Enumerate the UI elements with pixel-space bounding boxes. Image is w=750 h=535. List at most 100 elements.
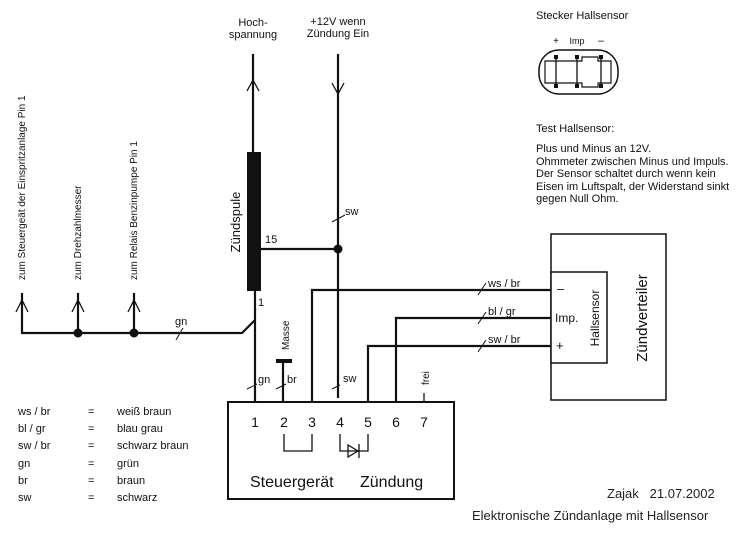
wire-label-sw-pin4: sw: [343, 373, 357, 385]
legend-row: sw / br=schwarz braun: [18, 438, 189, 455]
hochspannung-label-line1: Hoch-: [238, 17, 268, 29]
connector-pin-contact: [554, 55, 558, 59]
legend-row: br = braun: [18, 472, 189, 489]
diagram-title: Elektronische Zündanlage mit Hallsensor: [472, 508, 709, 523]
legend-meaning: blau grau: [117, 422, 163, 435]
test-line: gegen Null Ohm.: [536, 193, 619, 205]
wire-tick: [246, 383, 258, 390]
pin-5: 5: [364, 414, 372, 430]
legend-row: bl / gr = blau grau: [18, 420, 189, 437]
arrow-down-icon: [331, 82, 345, 96]
output-label-drehzahlmesser: zum Drehzahlmesser: [73, 185, 84, 280]
pin-3: 3: [308, 414, 316, 430]
test-line: Plus und Minus an 12V.: [536, 143, 652, 155]
control-unit-label-left: Steuergerät: [250, 474, 334, 491]
legend-eq: =: [88, 422, 95, 435]
legend-row: sw=schwarz: [18, 489, 189, 506]
legend-code: sw: [18, 492, 32, 505]
legend-eq: =: [88, 457, 95, 470]
terminal-minus: –: [557, 281, 565, 296]
output-label-einspritzanlage: zum Steuergeät der Einspritzanlage Pin 1: [17, 95, 28, 280]
test-line: Eisen im Luftspalt, der Widerstand sinkt: [536, 180, 730, 193]
legend-meaning: schwarz: [117, 492, 158, 505]
legend-code: br: [18, 474, 28, 487]
wire-tick: [331, 384, 341, 390]
masse-label: Masse: [281, 320, 292, 350]
test-line: Der Sensor schaltet durch wenn kein: [536, 168, 716, 180]
legend-row: ws / br = weiß braun: [18, 403, 189, 420]
wire-tick: [331, 214, 346, 223]
connector-title: Stecker Hallsensor: [536, 10, 629, 22]
wire-tick: [477, 282, 487, 296]
junction-dot: [333, 244, 343, 254]
bridge-2-3: [283, 434, 313, 452]
sw-br-wire: [366, 344, 551, 402]
connector-pin-plus: +: [553, 36, 559, 47]
connector-pin-contact: [575, 84, 579, 88]
color-legend: ws / br = weiß braun bl / gr = blau grau sw …: [18, 403, 189, 507]
wire-tick: [477, 311, 487, 325]
arrow-up-icon: [246, 78, 260, 92]
pin-2: 2: [280, 414, 288, 430]
connector-pin-contact: [575, 55, 579, 59]
gn-output-wire: [20, 293, 256, 335]
pin-4: 4: [336, 414, 344, 430]
arrow-up-icon: [127, 298, 141, 313]
wire-label-ws-br: ws / br: [487, 278, 521, 290]
arrow-up-icon: [71, 298, 85, 313]
connector-pin-minus: –: [598, 35, 605, 47]
arrow-up-icon: [15, 298, 29, 313]
connector-housing: [538, 49, 619, 95]
legend-meaning: braun: [117, 474, 146, 487]
legend-row: gn=grün: [18, 455, 189, 472]
test-line: Ohmmeter zwischen Minus und Impuls.: [536, 155, 729, 168]
legend-meaning: schwarz braun: [117, 440, 189, 453]
frei-label: frei: [421, 371, 432, 385]
diode-connection: [339, 434, 369, 452]
connector-pin-imp: Imp: [569, 36, 584, 46]
legend-code: sw / br: [18, 440, 51, 453]
test-title: Test Hallsensor:: [536, 123, 615, 135]
wire-tick: [175, 327, 184, 341]
terminal-plus: +: [556, 338, 564, 353]
distributor-label: Zündverteiler: [634, 274, 651, 362]
pin-1: 1: [251, 414, 259, 430]
wire-label-gn-pin1: gn: [258, 374, 270, 386]
coil-label: Zündspule: [228, 192, 243, 253]
connector-pin-contact: [599, 55, 603, 59]
plus12v-label-line2: Zündung Ein: [307, 28, 369, 40]
coil-terminal-1: 1: [258, 297, 264, 309]
wire-label-gn-horizontal: gn: [175, 316, 187, 328]
legend-code: ws / br: [18, 405, 51, 418]
author-date: Zajak 21.07.2002: [607, 486, 715, 501]
bl-gr-wire: [394, 316, 551, 402]
wire-tick: [275, 383, 287, 390]
coil-terminal-15: 15: [265, 234, 277, 246]
legend-eq: =: [88, 474, 95, 487]
test-instructions: Plus und Minus an 12V. Ohmmeter zwischen…: [536, 143, 729, 206]
legend-eq: =: [88, 405, 95, 418]
diode-icon: [347, 443, 360, 459]
junction-dot: [129, 328, 139, 338]
plus12v-label-line1: +12V wenn: [310, 16, 365, 28]
connector-body: [544, 56, 612, 88]
terminal-imp: Imp.: [555, 311, 578, 325]
hallsensor-label: Hallsensor: [588, 290, 602, 347]
pin-7: 7: [420, 414, 428, 430]
junction-dot: [73, 328, 83, 338]
date: 21.07.2002: [649, 486, 715, 501]
wire-label-br-pin2: br: [287, 374, 297, 386]
wire-label-bl-gr: bl / gr: [488, 306, 516, 318]
output-label-benzinpumpe: zum Relais Benzinpumpe Pin 1: [129, 141, 140, 280]
legend-code: bl / gr: [18, 422, 46, 435]
legend-meaning: weiß braun: [117, 405, 172, 418]
author: Zajak: [607, 486, 639, 501]
connector-pin-contact: [599, 84, 603, 88]
wire-label-sw-vertical: sw: [345, 206, 359, 218]
legend-meaning: grün: [117, 457, 140, 470]
wire-label-sw-br: sw / br: [488, 334, 521, 346]
control-unit-box: [227, 401, 455, 500]
ignition-coil: [247, 152, 261, 291]
pin-6: 6: [392, 414, 400, 430]
